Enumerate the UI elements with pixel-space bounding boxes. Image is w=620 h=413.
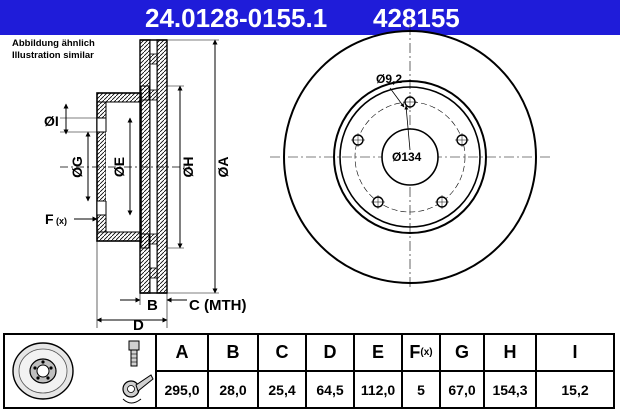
- label-dim-B: B: [147, 297, 158, 314]
- label-dim-C: C (MTH): [189, 297, 246, 314]
- cross-section-view: [60, 39, 219, 328]
- label-dim-E: ØE: [111, 157, 127, 177]
- header-banner: 24.0128-0155.1 428155: [0, 0, 620, 35]
- label-dim-G: ØG: [69, 156, 85, 178]
- label-dim-F-sub: (x): [56, 216, 67, 226]
- header-B: B: [209, 335, 259, 372]
- value-A: 295,0: [157, 372, 209, 407]
- label-dim-H: ØH: [180, 157, 196, 178]
- note-line-en: Illustration similar: [12, 50, 94, 61]
- value-D: 64,5: [307, 372, 355, 407]
- value-C: 25,4: [259, 372, 307, 407]
- front-view: [270, 25, 550, 290]
- header-C: C: [259, 335, 307, 372]
- label-bolt-hole: Ø9,2: [376, 72, 402, 86]
- header-D: D: [307, 335, 355, 372]
- value-G: 67,0: [441, 372, 485, 407]
- brake-disc-icon: [12, 342, 74, 400]
- value-H: 154,3: [485, 372, 537, 407]
- header-E: E: [355, 335, 403, 372]
- header-F: F(x): [403, 335, 441, 372]
- header-G: G: [441, 335, 485, 372]
- note-line-de: Abbildung ähnlich: [12, 38, 95, 49]
- header-I: I: [537, 335, 613, 372]
- technical-drawing: ØI ØG ØE ØH ØA F (x) B C (MTH) D: [44, 25, 550, 333]
- value-B: 28,0: [209, 372, 259, 407]
- dimension-table: A B C D E F(x) G H I 295,0 28,0 25,4 64,…: [3, 333, 615, 409]
- label-dim-F: F: [45, 211, 54, 227]
- header-A: A: [157, 335, 209, 372]
- header-H: H: [485, 335, 537, 372]
- label-dim-I: ØI: [44, 113, 59, 129]
- wheel-bolt-icon: [128, 340, 140, 367]
- value-E: 112,0: [355, 372, 403, 407]
- label-pcd: Ø134: [392, 150, 422, 164]
- label-dim-D: D: [133, 317, 144, 333]
- torque-wrench-icon: [122, 374, 154, 404]
- value-I: 15,2: [561, 381, 589, 398]
- illustration-note: Abbildung ähnlich Illustration similar: [12, 38, 95, 62]
- part-number: 24.0128-0155.1: [145, 3, 328, 33]
- value-F: 5: [403, 372, 441, 407]
- header-F-letter: F: [409, 342, 421, 362]
- header-F-sub: (x): [420, 347, 433, 358]
- reference-number: 428155: [373, 3, 460, 33]
- thumbnail-cell: [5, 335, 157, 407]
- thumbnail-art: [12, 340, 154, 404]
- label-dim-A: ØA: [215, 157, 231, 178]
